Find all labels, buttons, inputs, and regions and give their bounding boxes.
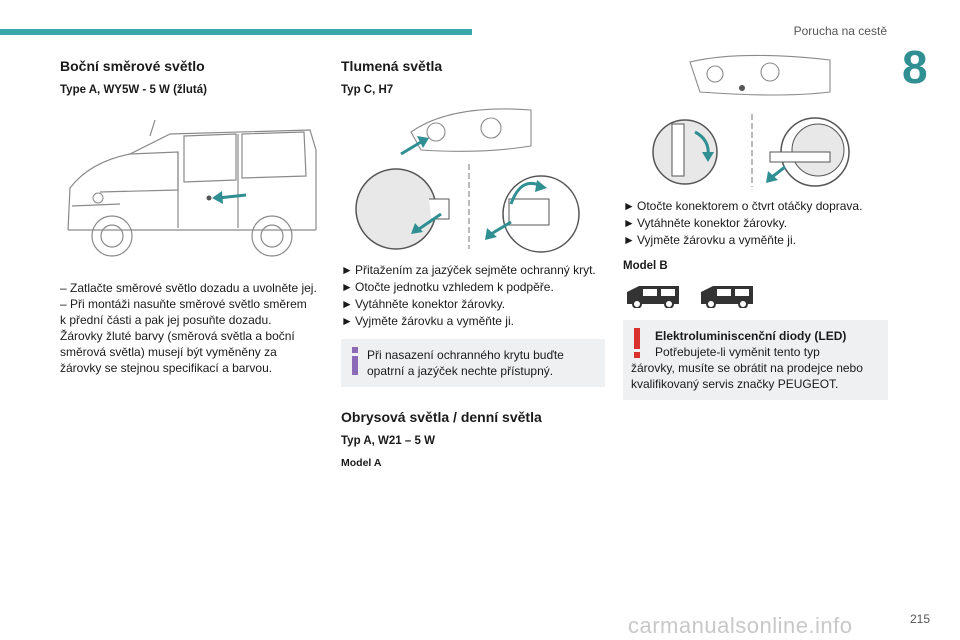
instruction-step: ►Vytáhněte konektor žárovky. — [341, 297, 506, 311]
instruction-step: ►Vyjměte žárovku a vyměňte ji. — [623, 233, 796, 247]
van-icon — [701, 286, 753, 308]
van-side-illustration — [60, 110, 322, 270]
van-icon — [627, 286, 679, 308]
chapter-number: 8 — [902, 41, 928, 93]
section-heading: Obrysová světla / denní světla — [341, 409, 542, 425]
van-front-icons — [623, 282, 888, 308]
column-position-lamp: ►Otočte konektorem o čtvrt otáčky doprav… — [623, 198, 888, 400]
van-side-svg — [67, 119, 317, 257]
info-icon — [351, 347, 359, 379]
model-label: Model B — [623, 260, 668, 272]
watermark: carmanualsonline.info — [628, 613, 853, 638]
position-lamp-illustration — [640, 52, 880, 192]
instruction-step: ►Přitažením za jazýček sejměte ochranný … — [341, 263, 596, 277]
text-line: žárovky se stejnou specifikací a barvou. — [60, 361, 273, 375]
section-subheading: Typ A, W21 – 5 W — [341, 435, 435, 447]
position-lamp-svg — [652, 54, 850, 187]
text-line: – Zatlačte směrové světlo dozadu a uvoln… — [60, 281, 317, 295]
warning-icon — [633, 328, 641, 362]
warning-title: Elektroluminiscenční diody (LED) — [655, 329, 847, 343]
model-label: Model A — [341, 457, 382, 469]
header-accent-bar — [0, 29, 472, 35]
text-line: k přední části a pak jej posuňte dozadu. — [60, 313, 272, 327]
section-heading: Boční směrové světlo — [60, 58, 205, 74]
warning-text: Potřebujete-li vyměnit tento typ — [655, 345, 820, 359]
page-number: 215 — [909, 612, 930, 626]
info-text: Při nasazení ochranného krytu buďte — [367, 348, 564, 362]
warning-note: Elektroluminiscenční diody (LED) Potřebu… — [623, 320, 888, 400]
headlamp-cap-illustration — [341, 104, 605, 254]
section-subheading: Type A, WY5W - 5 W (žlutá) — [60, 84, 207, 96]
instruction-step: ►Otočte jednotku vzhledem k podpěře. — [341, 280, 554, 294]
instruction-step: ►Otočte konektorem o čtvrt otáčky doprav… — [623, 199, 863, 213]
info-note: Při nasazení ochranného krytu buďte opat… — [341, 339, 605, 387]
headlamp-cap-svg — [355, 108, 580, 253]
instruction-step: ►Vytáhněte konektor žárovky. — [623, 216, 788, 230]
info-text: opatrní a jazýček nechte přístupný. — [367, 364, 554, 378]
section-heading: Tlumená světla — [341, 58, 443, 74]
section-subheading: Typ C, H7 — [341, 84, 394, 96]
chapter-title: Porucha na cestě — [793, 24, 887, 38]
column-low-beam: Tlumená světla Typ C, H7 ►Přitažením za … — [341, 58, 605, 471]
text-line: směrová světla) musejí být vyměněny za — [60, 345, 277, 359]
text-line: Žárovky žluté barvy (směrová světla a bo… — [60, 329, 295, 343]
column-side-indicator: Boční směrové světlo Type A, WY5W - 5 W … — [60, 58, 322, 376]
text-line: – Při montáži nasuňte směrové světlo smě… — [60, 297, 307, 311]
instruction-step: ►Vyjměte žárovku a vyměňte ji. — [341, 314, 514, 328]
warning-text: kvalifikovaný servis značky PEUGEOT. — [631, 377, 839, 391]
warning-text: žárovky, musíte se obrátit na prodejce n… — [631, 361, 863, 375]
